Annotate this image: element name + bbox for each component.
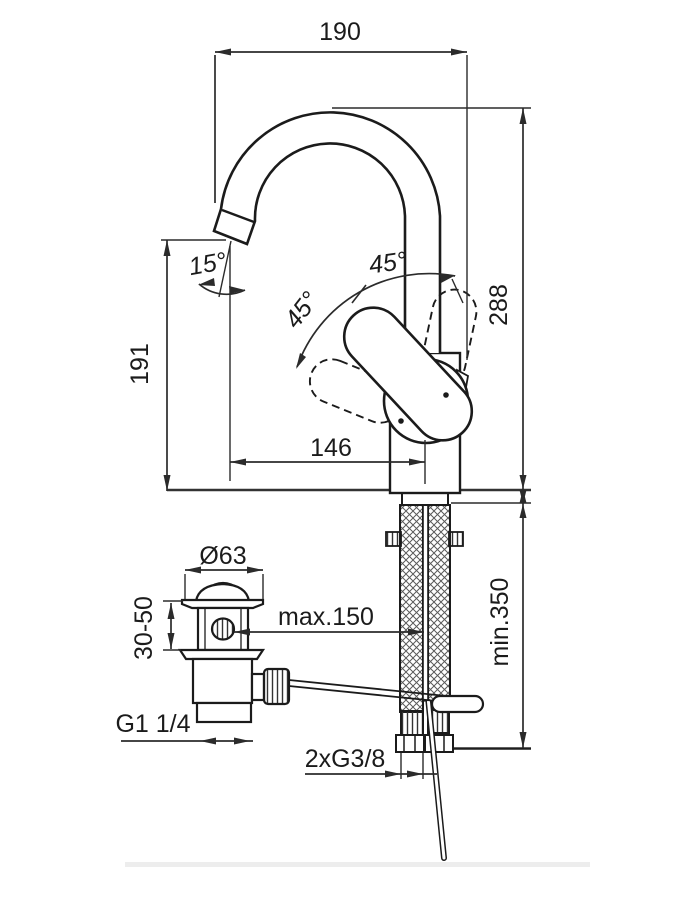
dim-30-50 — [163, 600, 183, 651]
label-30-50: 30-50 — [130, 596, 158, 660]
label-max150: max.150 — [278, 603, 374, 631]
label-g114: G1 1/4 — [115, 710, 190, 738]
dim-g114 — [121, 737, 253, 745]
hose-nut-left — [395, 734, 425, 753]
mounting-stud-left — [385, 531, 402, 547]
lever-dot-right — [443, 392, 449, 398]
label-45deg-lower: 45° — [279, 287, 324, 334]
spout-tube — [212, 111, 442, 353]
hose-crimp-left — [400, 710, 424, 736]
label-15deg: 15° — [187, 247, 229, 281]
label-min350: min.350 — [486, 578, 514, 667]
dim-angle15 — [198, 240, 246, 298]
dim-191 — [163, 240, 171, 491]
popup-rod-upper — [422, 504, 429, 702]
aerator-band — [221, 208, 255, 224]
waste-tailpipe — [195, 701, 253, 724]
hose-left — [399, 504, 424, 713]
reference-lines — [125, 107, 590, 867]
base-collar — [401, 492, 449, 506]
popup-rod-lower — [425, 699, 447, 861]
dim-angle45 — [296, 272, 464, 369]
dim-288 — [519, 108, 527, 503]
waste-cap-dome — [194, 582, 251, 602]
label-2xg38: 2xG3/8 — [305, 745, 386, 773]
dimension-lines — [121, 48, 527, 779]
faucet — [177, 111, 531, 861]
waste-lower-body — [191, 657, 254, 705]
spout — [212, 111, 442, 353]
dim-146 — [229, 246, 426, 484]
hose-right — [427, 504, 451, 711]
dim-dia63 — [184, 566, 264, 599]
label-dia63: Ø63 — [199, 542, 246, 570]
mounting-stud-right — [448, 531, 464, 547]
rod-clamp — [430, 694, 485, 714]
label-45deg-upper: 45° — [367, 247, 408, 280]
dimension-labels: 190 288 191 146 15° 45° 45° Ø63 30-50 ma… — [115, 18, 514, 773]
dim-min350 — [519, 490, 527, 748]
waste-lower-flange — [177, 648, 266, 661]
dim-190 — [214, 48, 468, 360]
dim-2xg38 — [305, 753, 437, 779]
label-288: 288 — [485, 284, 513, 326]
popup-waste — [177, 581, 477, 724]
rod-joint-knob — [262, 667, 291, 706]
ground-shadow-strip — [125, 862, 590, 867]
handle-up-position — [420, 288, 478, 386]
lever — [342, 306, 474, 442]
waste-upper-flange — [180, 598, 265, 610]
label-146: 146 — [310, 434, 352, 462]
rod-coupling-knurl — [210, 617, 236, 641]
lever-dot-left — [398, 418, 404, 424]
dim-max150 — [234, 628, 424, 636]
waste-side-boss — [250, 672, 266, 702]
handle — [342, 306, 474, 445]
label-191: 191 — [126, 343, 154, 385]
label-190: 190 — [319, 18, 361, 46]
